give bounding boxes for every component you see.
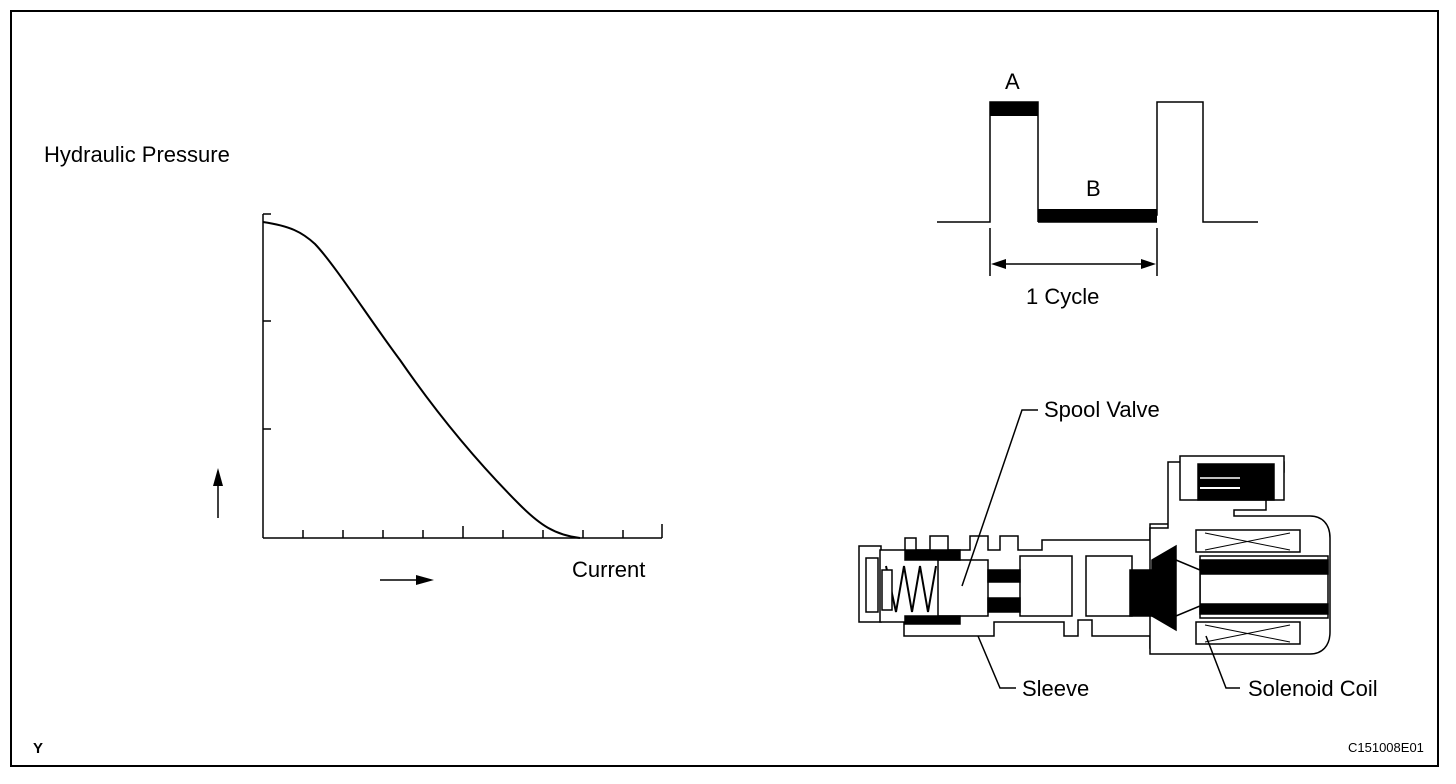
solenoid-coil-label: Solenoid Coil: [1248, 676, 1378, 701]
spool-land-3: [1085, 555, 1133, 617]
dimension-arrow-right-icon: [1141, 259, 1156, 269]
pressure-curve: [262, 221, 581, 539]
sleeve-leader: [977, 635, 1016, 689]
spool-valve-label: Spool Valve: [1044, 397, 1160, 422]
x-axis-label: Current: [572, 557, 645, 582]
waveform-line: [937, 101, 1258, 223]
leader-lines: [961, 409, 1240, 689]
spool-land-2: [1019, 555, 1073, 617]
corner-mark: Y: [33, 740, 43, 757]
figure-code: C151008E01: [1348, 740, 1424, 755]
duty-cycle-waveform: A B 1 Cycle: [937, 69, 1258, 309]
label-a: A: [1005, 69, 1020, 94]
y-axis-label: Hydraulic Pressure: [44, 142, 230, 167]
solenoid-valve-cross-section: [858, 455, 1331, 655]
return-spring: [885, 565, 937, 613]
pressure-current-graph: Hydraulic Pressure: [44, 142, 663, 585]
spool-land-1: [937, 559, 989, 617]
figure-border: [10, 10, 1439, 767]
sleeve-label: Sleeve: [1022, 676, 1089, 701]
cycle-label: 1 Cycle: [1026, 284, 1099, 309]
x-increase-arrow-icon: [380, 575, 434, 585]
spool-valve-leader: [961, 409, 1038, 587]
label-b: B: [1086, 176, 1101, 201]
y-increase-arrow-icon: [213, 468, 223, 518]
x-axis-ticks: [302, 524, 663, 538]
on-period-marker: [990, 102, 1038, 116]
solenoid-coil-leader: [1205, 635, 1240, 689]
y-axis-ticks: [263, 213, 271, 430]
off-period-marker: [1038, 209, 1157, 222]
dimension-arrow-left-icon: [991, 259, 1006, 269]
